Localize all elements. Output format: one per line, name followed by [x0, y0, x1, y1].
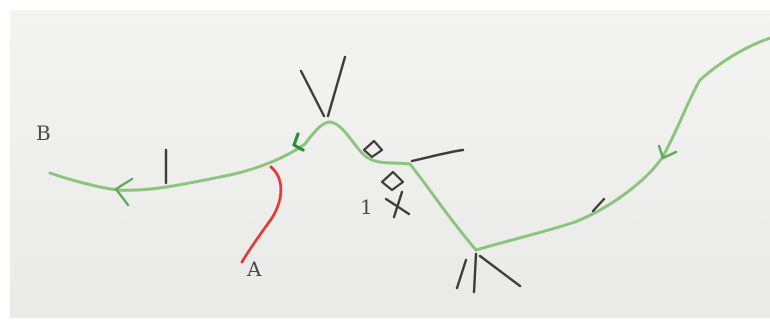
scan-border-top: [0, 0, 770, 10]
arrow-right-section: [657, 144, 678, 160]
label-1: 1: [360, 195, 373, 219]
tick-mark-right: [591, 197, 606, 213]
main-route-line: [48, 36, 770, 252]
scan-border-left: [0, 0, 10, 329]
branch-to-a: [240, 165, 283, 264]
label-b: B: [36, 121, 51, 145]
arrow-near-peak: [292, 132, 305, 152]
diamond-marker-upper: [362, 139, 384, 159]
ink-strokes: [164, 55, 606, 294]
junction-spoke-2: [472, 252, 478, 294]
junction-spoke-1: [455, 258, 468, 290]
scan-border-bottom: [0, 318, 770, 329]
label-a: A: [246, 257, 262, 281]
cross-mark: [384, 190, 411, 219]
junction-spoke-3: [478, 254, 522, 288]
diamond-marker-lower: [380, 170, 405, 192]
side-spur-right: [410, 148, 465, 163]
v-junction-left-arm: [299, 69, 326, 118]
v-junction-right-arm: [326, 55, 347, 118]
arrow-near-start: [114, 177, 134, 207]
